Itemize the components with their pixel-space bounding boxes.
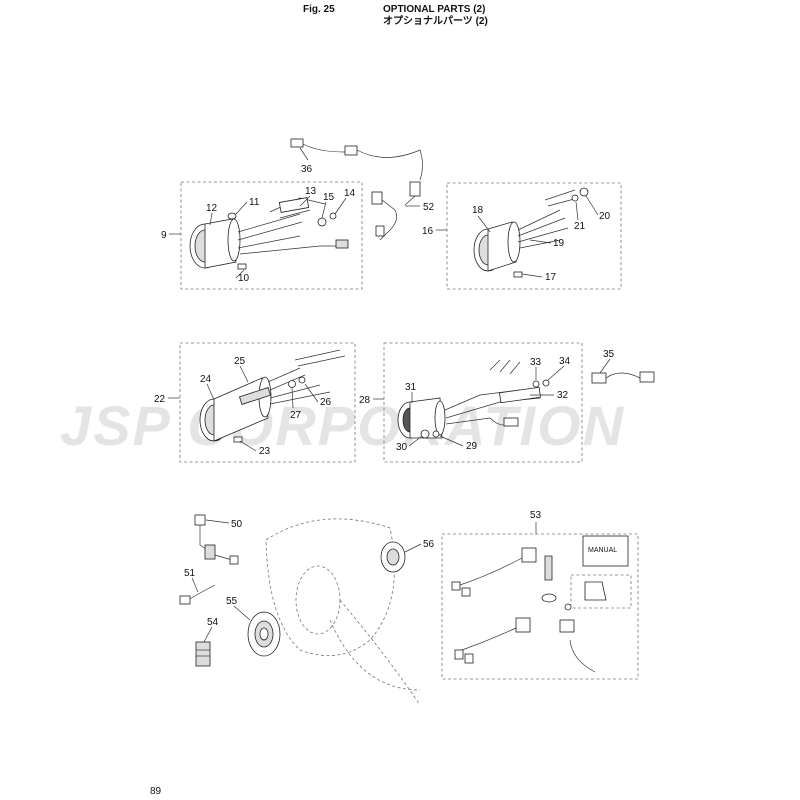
callout-25: 25: [234, 356, 246, 367]
page-subtitle-jp: オプショナルパーツ (2): [383, 16, 488, 27]
harness-35: [591, 371, 655, 384]
group-box-9: [180, 181, 363, 290]
gauge-22: [199, 349, 346, 443]
callout-27: 27: [290, 410, 302, 421]
callout-28: 28: [359, 395, 371, 406]
callout-31: 31: [405, 382, 417, 393]
harness-52: [371, 181, 421, 241]
tachometer-gauge: [189, 197, 349, 270]
cable-harness-36: [290, 138, 423, 181]
callout-13: 13: [305, 186, 317, 197]
callout-20: 20: [599, 211, 611, 222]
group-box-16: [446, 182, 622, 290]
callout-51: 51: [184, 568, 196, 579]
part-51: [179, 584, 216, 605]
callout-9: 9: [161, 230, 167, 241]
page-title: OPTIONAL PARTS (2): [383, 4, 486, 15]
manual-booklet: [582, 535, 629, 567]
callout-24: 24: [200, 374, 212, 385]
callout-33: 33: [530, 357, 542, 368]
part-50: [194, 514, 239, 565]
callout-56: 56: [423, 539, 435, 550]
part-55: [247, 611, 281, 657]
callout-52: 52: [423, 202, 435, 213]
group-box-28: [383, 342, 583, 463]
callout-14: 14: [344, 188, 356, 199]
figure-label: Fig. 25: [303, 4, 335, 15]
callout-11: 11: [249, 197, 260, 208]
manual-label: MANUAL: [588, 547, 617, 554]
callout-15: 15: [323, 192, 335, 203]
callout-30: 30: [396, 442, 408, 453]
callout-17: 17: [545, 272, 557, 283]
callout-36: 36: [301, 164, 313, 175]
callout-50: 50: [231, 519, 243, 530]
propeller-outline: [265, 518, 421, 706]
callout-54: 54: [207, 617, 219, 628]
gauge-28: [397, 359, 550, 439]
bracket-part: [584, 581, 607, 601]
callout-26: 26: [320, 397, 332, 408]
page-number: 89: [150, 786, 162, 797]
part-56: [380, 541, 406, 573]
callout-53: 53: [530, 510, 542, 521]
callout-18: 18: [472, 205, 484, 216]
callout-55: 55: [226, 596, 238, 607]
part-54: [195, 641, 211, 667]
callout-labels: 9 10 11 12 13 14 15 36 52 16 17 18 19 20…: [154, 164, 615, 628]
watermark: JSP CORPORATION: [60, 394, 625, 457]
group-box-22: [179, 342, 356, 463]
leader-lines: [191, 147, 611, 643]
callout-32: 32: [557, 390, 569, 401]
trim-meter-gauge: [473, 187, 589, 278]
bracket-box: [570, 574, 632, 609]
callout-35: 35: [603, 349, 615, 360]
callout-19: 19: [553, 238, 565, 249]
callout-10: 10: [238, 273, 250, 284]
kit-53: [451, 547, 596, 673]
callout-34: 34: [559, 356, 571, 367]
callout-22: 22: [154, 394, 166, 405]
callout-23: 23: [259, 446, 271, 457]
callout-12: 12: [206, 203, 218, 214]
callout-21: 21: [574, 221, 586, 232]
callout-29: 29: [466, 441, 478, 452]
callout-16: 16: [422, 226, 434, 237]
